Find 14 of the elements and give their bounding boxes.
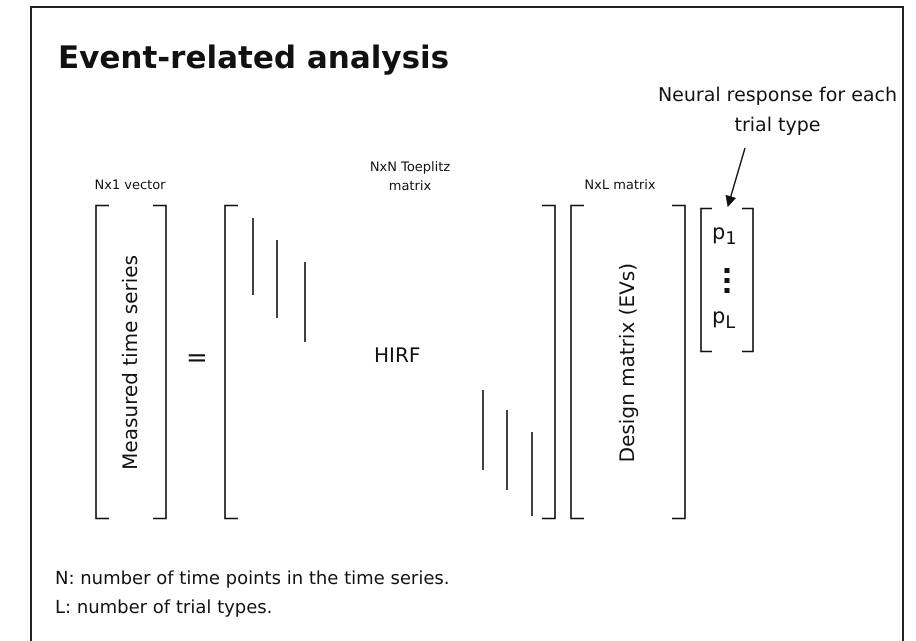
footnote: N: number of time points in the time series. [55,568,450,589]
equals-sign: = [186,343,208,373]
annotation-text: Neural response for each trial type [656,83,898,138]
arrow [725,148,746,208]
matrix-label: HIRF [374,343,420,367]
matrix-dimension-label: NxL matrix [583,177,657,195]
matrix-dimension-label: Nx1 vector [93,177,167,195]
footnote: L: number of trial types. [55,597,272,618]
parameter-symbol: p$_{L}$ [712,304,736,334]
matrix-label: Design matrix (EVs) [615,262,639,462]
matrix-dimension-label: NxN Toeplitz matrix [368,159,452,196]
slide-title: Event-related analysis [58,40,450,76]
matrix-label: Measured time series [118,254,142,470]
parameter-symbol: p$_{1}$ [712,220,736,250]
